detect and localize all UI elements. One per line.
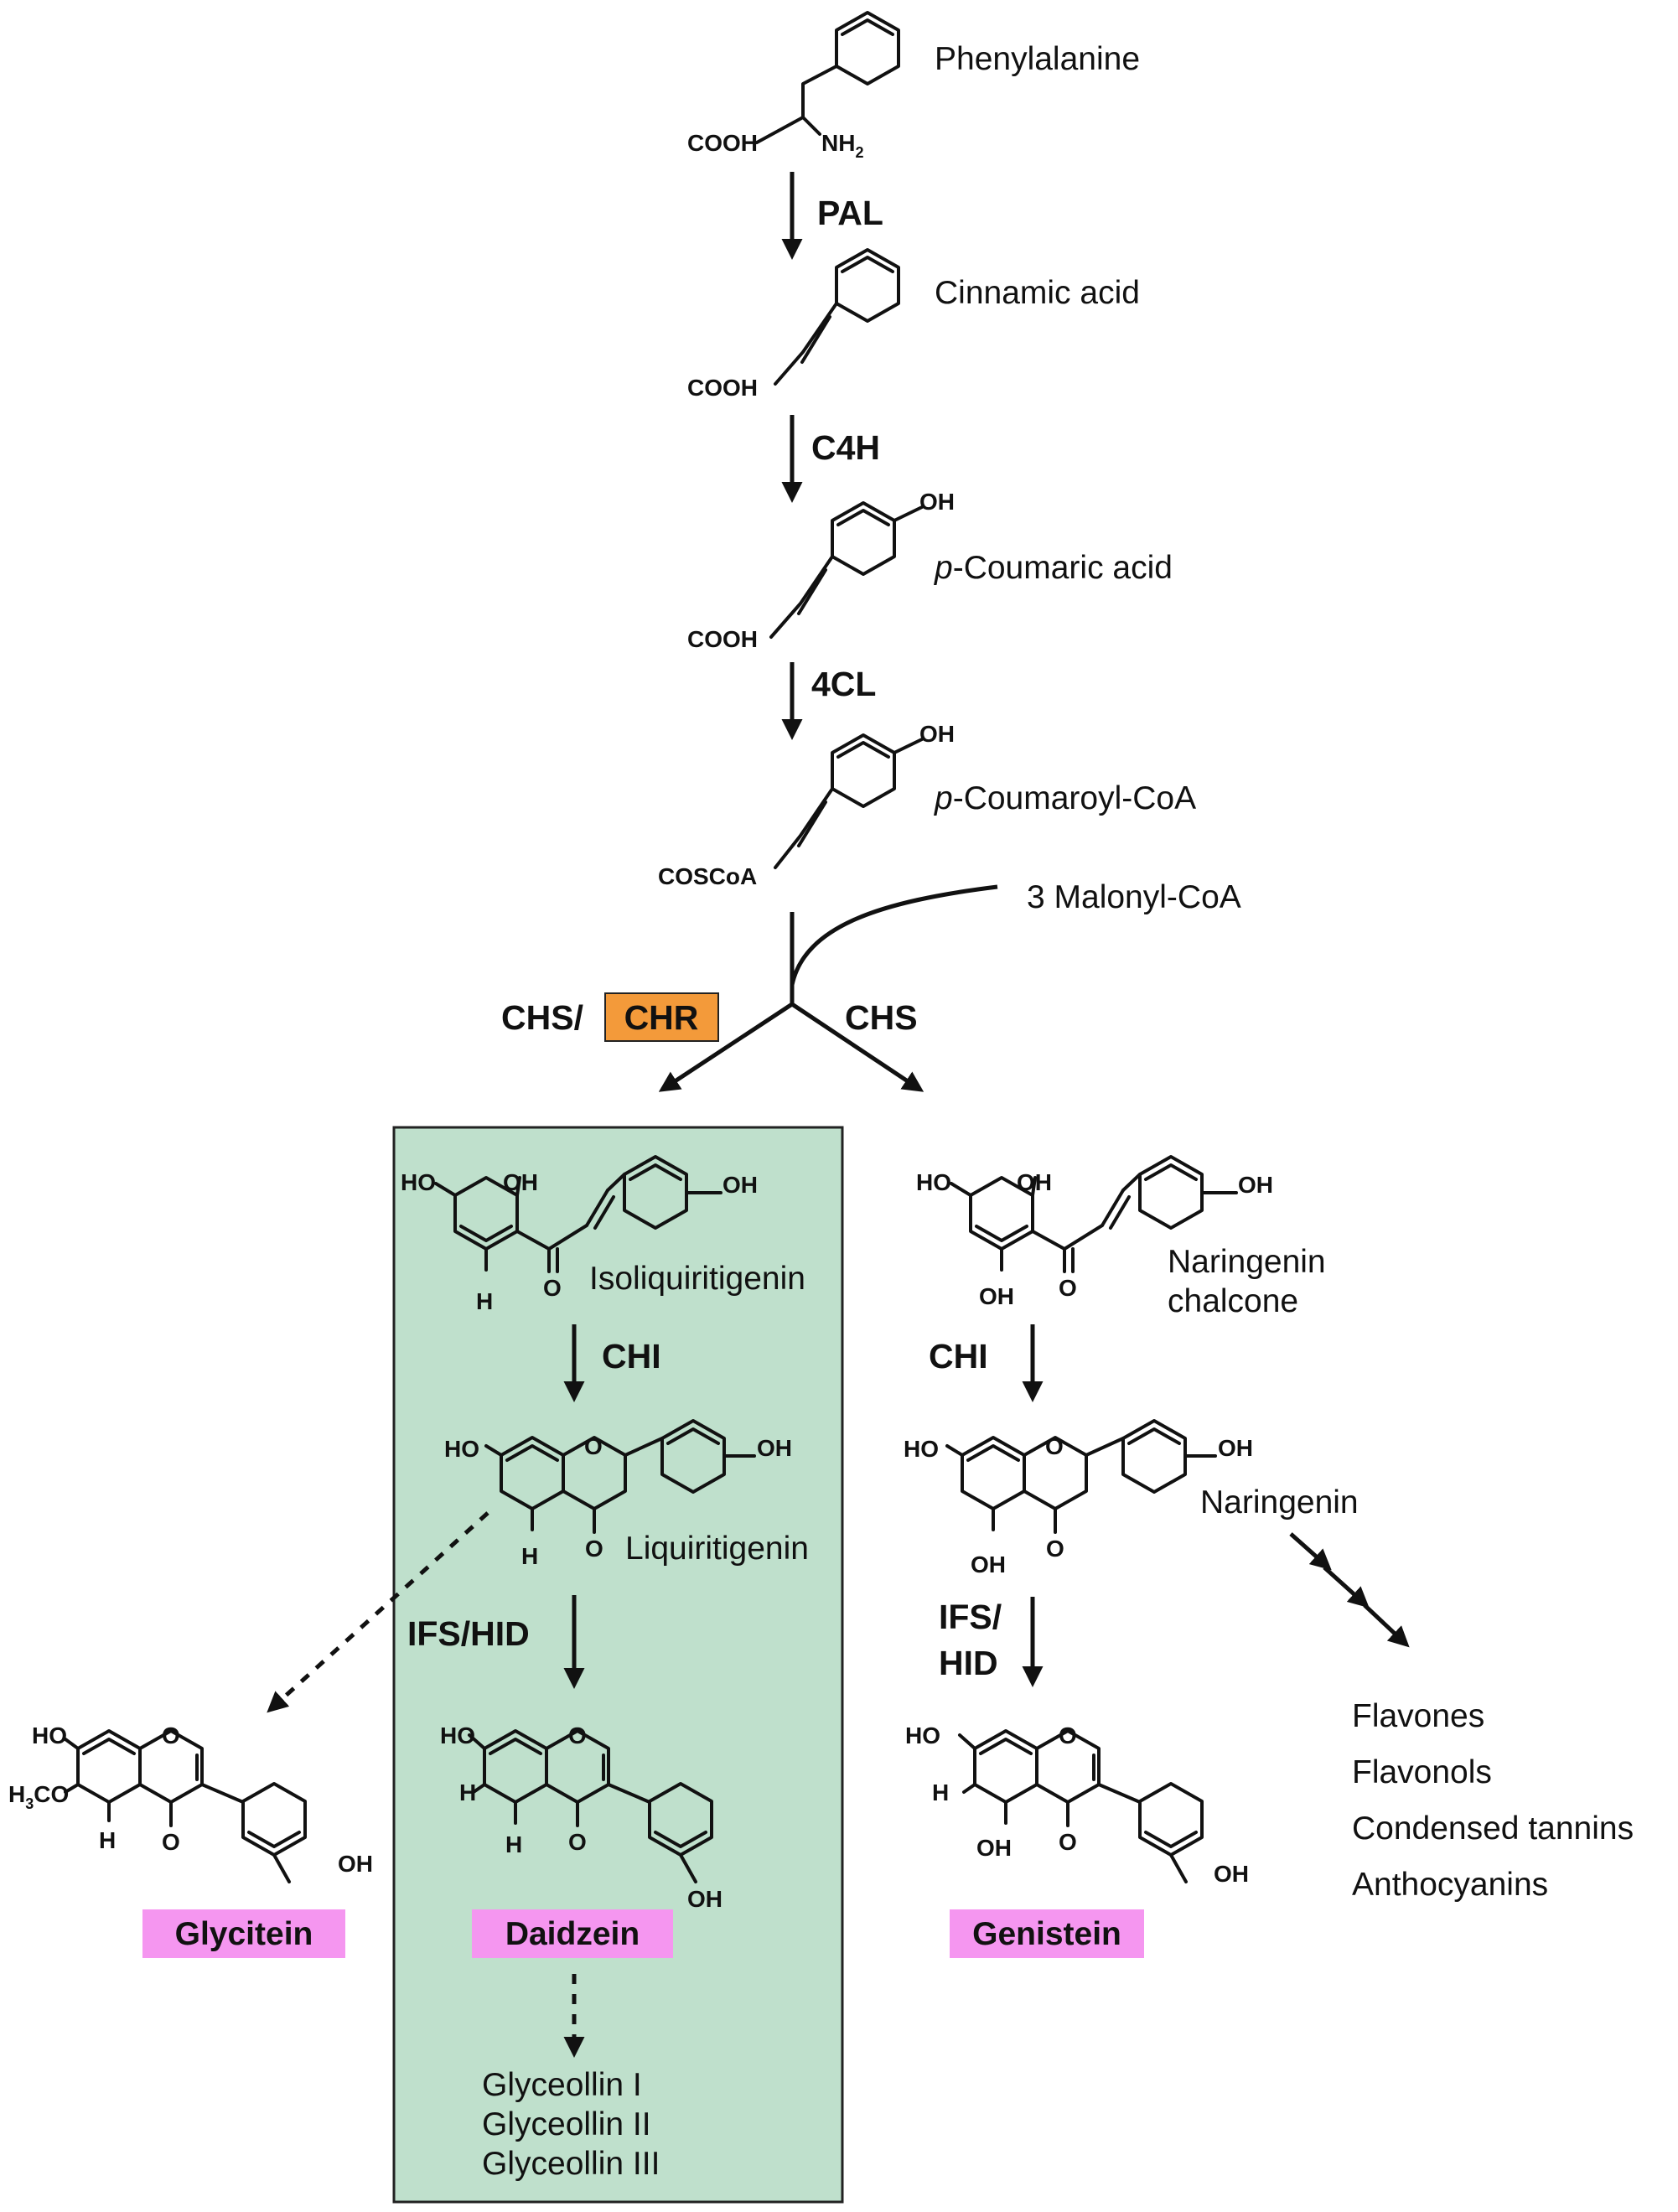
malonyl-coa-merge-curve	[790, 884, 998, 986]
ho-label: HO	[401, 1169, 436, 1195]
malonyl-coa-label: 3 Malonyl-CoA	[1027, 879, 1241, 915]
p-coumaric-acid-label: p-Coumaric acid	[934, 550, 1173, 586]
p-coumaric-acid-structure: OH COOH	[687, 489, 955, 652]
naringenin-downstream-arrows	[1289, 1532, 1410, 1648]
h-label: H	[505, 1831, 522, 1857]
isoflavonoid-branch-box	[392, 1126, 844, 2204]
isoliquiritigenin-label: Isoliquiritigenin	[589, 1261, 805, 1297]
ifs-hid-left-enzyme: IFS/HID	[407, 1614, 530, 1653]
p-coumaroyl-coa-label: p-Coumaroyl-CoA	[934, 780, 1196, 816]
glyceollin-3: Glyceollin III	[482, 2146, 660, 2182]
downstream-condensed-tannins: Condensed tannins	[1352, 1811, 1634, 1847]
oh-label: OH	[976, 1835, 1012, 1861]
cooh-label: COOH	[687, 375, 758, 401]
ho-label: HO	[32, 1722, 67, 1748]
oh-label: OH	[757, 1435, 792, 1461]
oh-label: OH	[979, 1283, 1014, 1309]
o-label: O	[584, 1433, 603, 1459]
p-coumaroyl-coa-structure: OH COSCoA	[658, 721, 955, 889]
naringenin-chalcone-label-2: chalcone	[1168, 1283, 1298, 1319]
oh-label: OH	[722, 1172, 758, 1198]
o-label: O	[162, 1722, 180, 1748]
oh-label: OH	[503, 1169, 538, 1195]
daidzein-structure: HO O H H O OH	[440, 1722, 722, 1912]
h-label: H	[521, 1543, 538, 1569]
pal-enzyme: PAL	[817, 194, 883, 232]
ifs-right-enzyme-2: HID	[939, 1644, 998, 1682]
naringenin-structure: HO O OH OH O	[904, 1419, 1253, 1577]
oh-label: OH	[1218, 1435, 1253, 1461]
liquiritigenin-label: Liquiritigenin	[625, 1531, 809, 1567]
ho-label: HO	[440, 1722, 475, 1748]
isoliquiritigenin-structure: HO OH OH H O	[401, 1155, 758, 1314]
o-label: O	[1045, 1433, 1064, 1459]
glyceollin-2: Glyceollin II	[482, 2106, 651, 2142]
o-label: O	[1059, 1829, 1077, 1855]
daidzein-label: Daidzein	[505, 1916, 640, 1952]
genistein-highlight	[950, 1909, 1144, 1958]
oh-label: OH	[971, 1552, 1006, 1577]
4cl-enzyme: 4CL	[811, 665, 876, 703]
naringenin-chalcone-label-1: Naringenin	[1168, 1244, 1326, 1280]
glycitein-structure: HO O H3CO H O OH	[8, 1722, 373, 1883]
glycitein-label: Glycitein	[175, 1916, 313, 1952]
o-label: O	[1059, 1722, 1077, 1748]
oh-label: OH	[1214, 1861, 1249, 1887]
glycitein-dashed-arrow	[267, 1511, 489, 1713]
cinnamic-acid-structure: COOH	[687, 248, 900, 401]
oh-label: OH	[919, 721, 955, 747]
phenylalanine-label: Phenylalanine	[935, 41, 1140, 77]
phenylalanine-structure: COOH NH2	[687, 11, 900, 161]
cinnamic-acid-label: Cinnamic acid	[935, 275, 1140, 311]
cooh-label: COOH	[687, 626, 758, 652]
oh-label: OH	[687, 1886, 722, 1912]
downstream-flavonols: Flavonols	[1352, 1754, 1492, 1790]
ho-label: HO	[905, 1722, 940, 1748]
ho-label: HO	[916, 1169, 951, 1195]
chs-branch-arrow	[790, 1002, 924, 1092]
downstream-flavones: Flavones	[1352, 1698, 1484, 1734]
o-label: O	[585, 1536, 603, 1562]
o-label: O	[1046, 1536, 1064, 1562]
liquiritigenin-structure: HO O OH H O	[444, 1419, 792, 1569]
oh-label: OH	[1017, 1169, 1052, 1195]
oh-label: OH	[338, 1851, 373, 1877]
chr-enzyme: CHR	[624, 998, 699, 1037]
genistein-structure: HO O H OH O OH	[905, 1722, 1249, 1887]
daidzein-highlight	[472, 1909, 673, 1958]
o-label: O	[543, 1275, 562, 1301]
c4h-enzyme: C4H	[811, 428, 880, 467]
o-label: O	[568, 1722, 587, 1748]
downstream-anthocyanins: Anthocyanins	[1352, 1867, 1548, 1903]
oh-label: OH	[919, 489, 955, 515]
chi-right-enzyme: CHI	[929, 1337, 988, 1375]
naringenin-chalcone-structure: HO OH OH OH O	[916, 1155, 1273, 1309]
naringenin-label: Naringenin	[1200, 1484, 1359, 1520]
o-label: O	[162, 1829, 180, 1855]
genistein-label: Genistein	[972, 1916, 1121, 1952]
oh-label: OH	[1238, 1172, 1273, 1198]
ho-label: HO	[904, 1436, 939, 1462]
glycitein-highlight	[142, 1909, 345, 1958]
h-label: H	[476, 1288, 493, 1314]
glyceollin-1: Glyceollin I	[482, 2067, 642, 2103]
ifs-right-enzyme-1: IFS/	[939, 1598, 1002, 1636]
chs-chr-branch-arrow	[658, 1002, 794, 1092]
ho-label: HO	[444, 1436, 479, 1462]
nh2-label: NH2	[821, 130, 863, 161]
h-label: H	[459, 1779, 476, 1805]
chr-highlight	[604, 992, 719, 1042]
h-label: H	[932, 1779, 949, 1805]
h-label: H	[99, 1827, 116, 1853]
chs-right-enzyme: CHS	[845, 998, 918, 1037]
coscoa-label: COSCoA	[658, 863, 757, 889]
cooh-label: COOH	[687, 130, 758, 156]
chi-left-enzyme: CHI	[602, 1337, 661, 1375]
o-label: O	[1059, 1275, 1077, 1301]
chs-left-enzyme: CHS/	[501, 998, 583, 1037]
h3co-label: H3CO	[8, 1781, 69, 1812]
o-label: O	[568, 1829, 587, 1855]
